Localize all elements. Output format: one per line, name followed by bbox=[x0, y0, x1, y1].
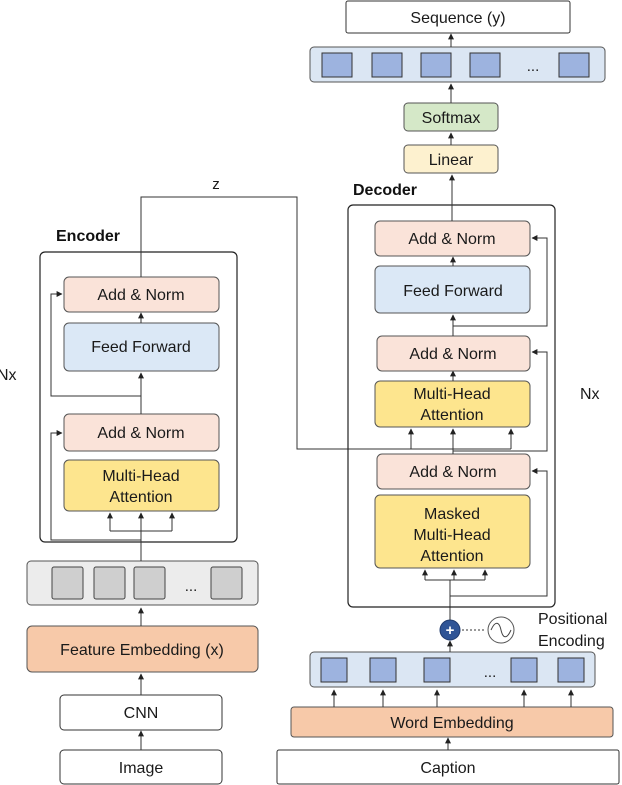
feature-token bbox=[210, 566, 243, 600]
sequence-output-box: Sequence (y) bbox=[345, 0, 571, 34]
masked-mha-line1: Masked bbox=[424, 506, 480, 523]
word-token bbox=[320, 657, 348, 683]
encoder-mha-line2: Attention bbox=[109, 489, 172, 506]
z-label: z bbox=[212, 176, 220, 193]
softmax-label: Softmax bbox=[422, 110, 481, 127]
cnn-box: CNN bbox=[59, 694, 223, 731]
word-ellipsis: ... bbox=[484, 664, 497, 681]
decoder-feed-forward: Feed Forward bbox=[374, 265, 531, 314]
encoder-multi-head-attention: Multi-Head Attention bbox=[63, 459, 220, 512]
encoder-block bbox=[39, 251, 238, 543]
decoder-mha-line2: Attention bbox=[420, 407, 483, 424]
caption-input-box: Caption bbox=[276, 749, 620, 785]
softmax-box: Softmax bbox=[403, 102, 499, 132]
decoder-token-strip: ... bbox=[309, 651, 596, 688]
feature-token bbox=[93, 566, 126, 600]
masked-mha-line2: Multi-Head bbox=[413, 527, 490, 544]
word-token bbox=[369, 657, 397, 683]
feature-embedding-box: Feature Embedding (x) bbox=[26, 625, 259, 673]
linear-box: Linear bbox=[403, 144, 499, 174]
feature-token-strip: ... bbox=[26, 560, 259, 606]
decoder-title: Decoder bbox=[353, 182, 417, 199]
feature-token bbox=[51, 566, 84, 600]
masked-multi-head-attention: Masked Multi-Head Attention bbox=[374, 494, 531, 569]
output-token bbox=[321, 52, 353, 78]
output-token bbox=[558, 52, 590, 78]
encoder-add-norm-1: Add & Norm bbox=[63, 413, 220, 452]
decoder-add-norm-2-label: Add & Norm bbox=[409, 346, 496, 363]
output-token-strip: ... bbox=[309, 46, 606, 83]
encoder-add-norm-2: Add & Norm bbox=[63, 276, 220, 313]
plus-icon: + bbox=[446, 622, 455, 639]
word-embedding-box: Word Embedding bbox=[290, 706, 614, 738]
cnn-label: CNN bbox=[124, 705, 159, 722]
word-token bbox=[557, 657, 585, 683]
image-label: Image bbox=[119, 760, 164, 777]
encoder-mha-line1: Multi-Head bbox=[102, 468, 179, 485]
decoder-add-norm-1-label: Add & Norm bbox=[409, 464, 496, 481]
encoder-feed-forward: Feed Forward bbox=[63, 322, 220, 372]
encoder-nx: Nx bbox=[0, 367, 17, 384]
decoder-nx: Nx bbox=[580, 386, 600, 403]
decoder-add-norm-2: Add & Norm bbox=[376, 335, 531, 372]
word-token bbox=[510, 657, 538, 683]
sequence-label: Sequence (y) bbox=[410, 10, 505, 27]
decoder-add-norm-3: Add & Norm bbox=[374, 220, 531, 257]
word-embedding-label: Word Embedding bbox=[390, 715, 513, 732]
masked-mha-line3: Attention bbox=[420, 548, 483, 565]
output-token bbox=[469, 52, 501, 78]
feature-ellipsis: ... bbox=[185, 578, 198, 595]
decoder-mha-line1: Multi-Head bbox=[413, 386, 490, 403]
sine-wave-icon bbox=[487, 616, 515, 644]
encoder-feed-forward-label: Feed Forward bbox=[91, 339, 191, 356]
linear-label: Linear bbox=[429, 152, 474, 169]
word-token bbox=[423, 657, 451, 683]
output-ellipsis: ... bbox=[527, 58, 540, 75]
decoder-add-norm-3-label: Add & Norm bbox=[408, 231, 495, 248]
add-positional-circle: + bbox=[439, 619, 461, 641]
encoder-title: Encoder bbox=[56, 228, 120, 245]
positional-line1: Positional bbox=[538, 611, 607, 628]
feature-embedding-label: Feature Embedding (x) bbox=[60, 642, 224, 659]
decoder-feed-forward-label: Feed Forward bbox=[403, 283, 503, 300]
output-token bbox=[420, 52, 452, 78]
caption-label: Caption bbox=[420, 760, 475, 777]
image-input-box: Image bbox=[59, 749, 223, 785]
feature-token bbox=[133, 566, 166, 600]
decoder-add-norm-1: Add & Norm bbox=[376, 453, 531, 490]
output-token bbox=[371, 52, 403, 78]
encoder-add-norm-1-label: Add & Norm bbox=[97, 425, 184, 442]
positional-line2: Encoding bbox=[538, 633, 605, 650]
encoder-add-norm-2-label: Add & Norm bbox=[97, 287, 184, 304]
decoder-multi-head-attention: Multi-Head Attention bbox=[374, 380, 531, 428]
